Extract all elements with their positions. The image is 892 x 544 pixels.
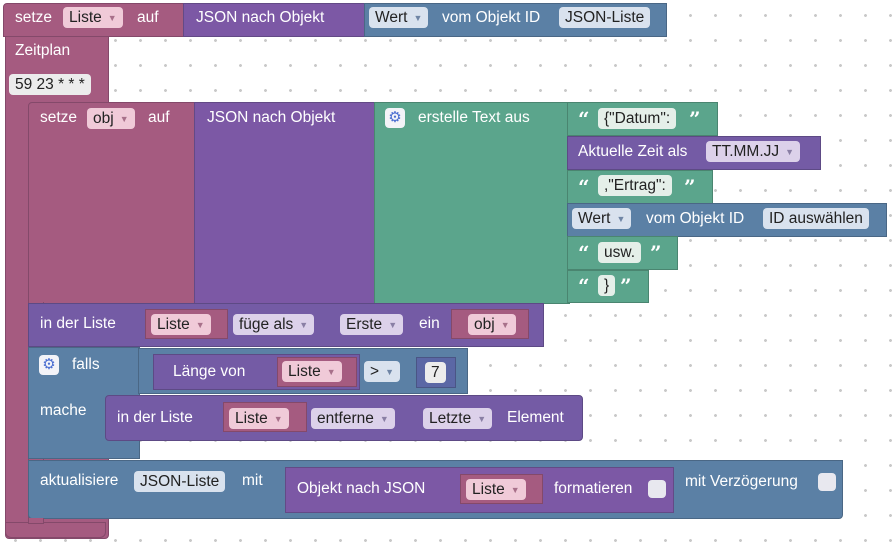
json-to-object-block-2[interactable] [194,102,377,304]
ein-label: ein [419,315,440,332]
insert-position: Erste [346,316,383,333]
variable-name: Liste [157,316,190,333]
quote-open-icon: “ [578,175,590,199]
statement-group-bottom [28,518,44,524]
comparison-operator: > [370,363,380,380]
text-field-4[interactable]: } [598,275,616,296]
if-label: falls [72,356,100,373]
current-time-label: Aktuelle Zeit als [578,143,688,160]
dropdown-arrow-icon: ▼ [273,414,283,424]
gear-icon[interactable]: ⚙ [385,108,405,128]
dropdown-arrow-icon: ▼ [119,114,129,124]
dropdown-arrow-icon: ▼ [379,414,389,424]
dropdown-arrow-icon: ▼ [299,320,309,330]
dropdown-arrow-icon: ▼ [107,13,117,23]
quote-open-icon: “ [578,107,590,131]
quote-close-icon: ” [684,175,696,199]
dropdown-arrow-icon: ▼ [385,367,394,377]
remove-position: Letzte [429,410,472,427]
element-label: Element [507,409,564,426]
value-attribute: Wert [578,210,611,227]
quote-open-icon: “ [578,241,590,265]
value-attribute-dropdown[interactable]: Wert ▼ [369,7,429,28]
json-to-object-block[interactable] [183,3,367,37]
quote-close-icon: ” [689,107,701,131]
json-to-object-label: JSON nach Objekt [196,9,325,26]
quote-open-icon: “ [578,274,590,298]
insert-mode-dropdown[interactable]: füge als ▼ [233,314,315,335]
quote-close-icon: ” [650,241,662,265]
with-label: mit [242,472,263,489]
schedule-bottom-bar [5,522,106,538]
format-checkbox[interactable] [648,480,666,498]
variable-name: obj [93,110,114,127]
dropdown-arrow-icon: ▼ [326,367,336,377]
dropdown-arrow-icon: ▼ [413,13,423,23]
text-field-2[interactable]: ,"Ertrag": [598,175,672,196]
variable-name: Liste [472,481,505,498]
number-field[interactable]: 7 [425,362,446,383]
variable-name: Liste [235,410,268,427]
item-variable-dropdown[interactable]: obj ▼ [468,314,516,335]
list-variable-dropdown[interactable]: Liste ▼ [151,314,211,335]
length-of-label: Länge von [173,363,246,380]
text-field-1[interactable]: {"Datum": [598,108,677,129]
with-delay-label: mit Verzögerung [685,473,798,490]
dropdown-arrow-icon: ▼ [195,320,205,330]
length-variable-dropdown[interactable]: Liste ▼ [282,361,342,382]
in-list-label: in der Liste [40,315,116,332]
dropdown-arrow-icon: ▼ [510,485,520,495]
remove-variable-dropdown[interactable]: Liste ▼ [229,408,289,429]
delay-checkbox[interactable] [818,473,836,491]
dropdown-arrow-icon: ▼ [388,320,398,330]
dropdown-arrow-icon: ▼ [616,214,626,224]
create-text-block[interactable] [374,102,570,304]
json-to-object-label: JSON nach Objekt [207,109,336,126]
object-to-json-label: Objekt nach JSON [297,480,426,497]
remove-position-dropdown[interactable]: Letzte ▼ [423,408,493,429]
object-id-field[interactable]: JSON-Liste [559,7,651,28]
dropdown-arrow-icon: ▼ [500,320,510,330]
remove-mode: entferne [317,410,374,427]
auf-label: auf [137,9,159,26]
time-format: TT.MM.JJ [712,143,780,160]
schedule-title: Zeitplan [15,42,71,59]
setze-label: setze [15,9,53,26]
insert-mode: füge als [239,316,294,333]
update-object-id-field[interactable]: JSON-Liste [134,471,226,492]
text-field-3[interactable]: usw. [598,242,642,263]
obj-variable-dropdown[interactable]: obj ▼ [87,108,135,129]
gear-icon[interactable]: ⚙ [39,355,59,375]
set-obj-block[interactable] [28,102,198,304]
cron-field[interactable]: 59 23 * * * [9,74,91,95]
comparison-operator-dropdown[interactable]: >▼ [364,361,400,382]
update-label: aktualisiere [40,472,119,489]
from-object-id-label: vom Objekt ID [442,9,541,26]
select-id-field[interactable]: ID auswählen [763,208,869,229]
time-format-dropdown[interactable]: TT.MM.JJ ▼ [706,141,801,162]
quote-close-icon: ” [620,274,632,298]
in-list-label: in der Liste [117,409,193,426]
variable-dropdown[interactable]: Liste ▼ [63,7,123,28]
insert-position-dropdown[interactable]: Erste ▼ [340,314,404,335]
dropdown-arrow-icon: ▼ [477,414,487,424]
do-label: mache [40,402,87,419]
create-text-label: erstelle Text aus [418,109,530,126]
setze-label: setze [40,109,78,126]
variable-name: Liste [288,363,321,380]
variable-name: Liste [69,9,102,26]
format-label: formatieren [554,480,633,497]
json-variable-dropdown[interactable]: Liste ▼ [466,479,526,500]
remove-mode-dropdown[interactable]: entferne ▼ [311,408,395,429]
value-attribute-dropdown[interactable]: Wert ▼ [572,208,632,229]
variable-name: obj [474,316,495,333]
from-object-id-label: vom Objekt ID [646,210,745,227]
auf-label: auf [148,109,170,126]
dropdown-arrow-icon: ▼ [785,147,795,157]
value-attribute: Wert [375,9,408,26]
